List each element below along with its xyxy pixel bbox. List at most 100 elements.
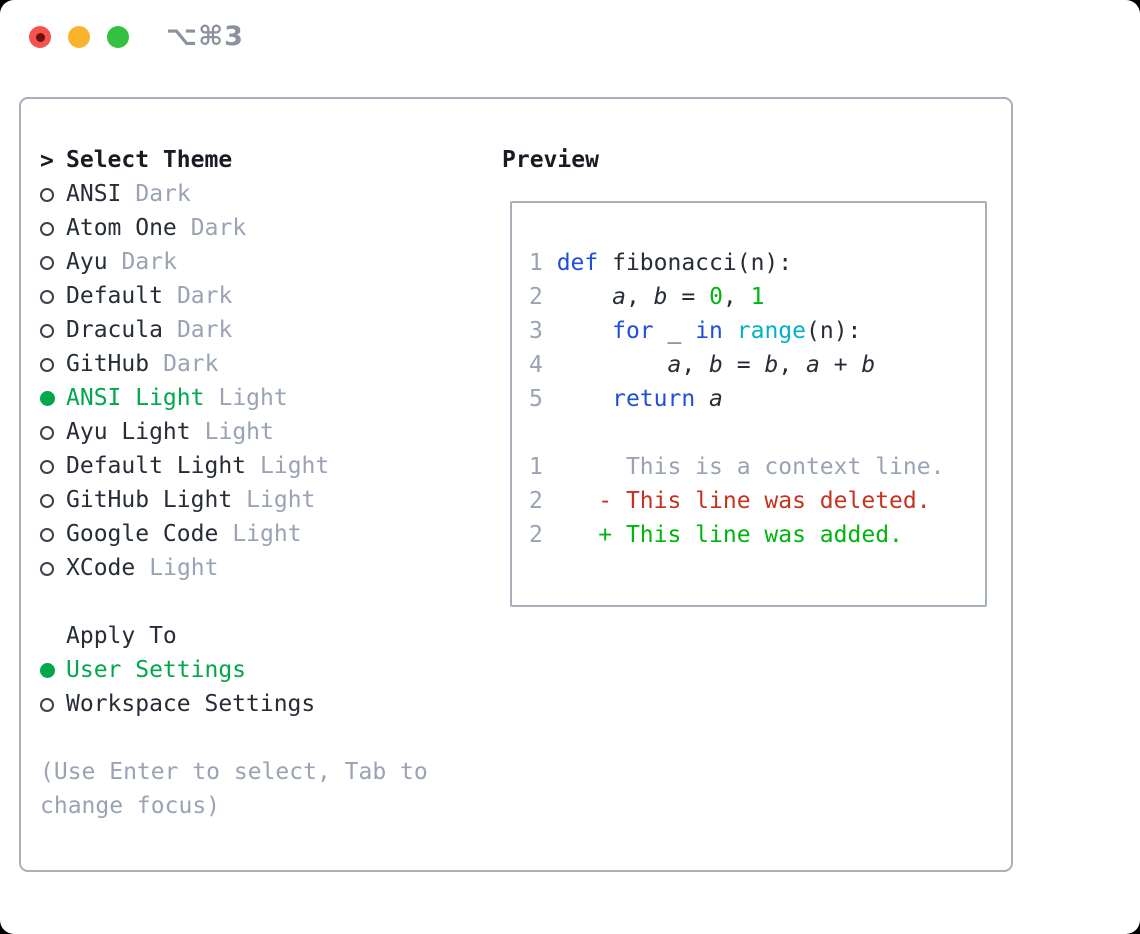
help-text-line-2: change focus) [40,793,221,819]
theme-variant-badge: Light [218,385,288,411]
theme-name: Ayu Light [66,419,191,445]
spacer [40,721,428,755]
code-token-kw: def [556,250,599,276]
diff-line-deleted: 2 - This line was deleted. [529,484,985,518]
traffic-lights [29,26,129,48]
code-token-var: b [861,352,876,378]
code-line: 3 for _ in range(n): [529,314,985,348]
theme-name: Default Light [66,453,247,479]
radio-icon [40,357,54,372]
line-number: 2 [529,522,599,548]
line-number: 1 [529,250,557,276]
theme-variant-badge: Dark [176,317,233,343]
code-token-fg: , [778,352,807,378]
code-token-fg: , [681,352,710,378]
theme-variant-badge: Dark [135,181,191,207]
theme-variant-badge: Dark [190,215,247,241]
theme-option-github[interactable]: GitHub Dark [40,347,428,381]
code-token-fg: (n): [806,318,862,344]
theme-name: ANSI Light [66,385,205,411]
preview-box: 1 def fibonacci(n): 2 a, b = 0, 1 3 for _ … [510,201,987,607]
theme-variant-badge: Light [232,521,302,547]
code-token-fg: , [625,284,654,310]
focus-caret: > [40,147,54,174]
code-line: 5 return a [529,382,985,416]
diff-line-context: 1 This is a context line. [529,450,985,484]
radio-icon [40,187,54,202]
code-token-var: a [667,352,682,378]
theme-option-ayu-light[interactable]: Ayu Light Light [40,415,428,449]
theme-name: XCode [66,555,136,581]
theme-option-github-light[interactable]: GitHub Light Light [40,483,428,517]
theme-option-dracula[interactable]: Dracula Dark [40,313,428,347]
theme-name: Default [66,283,163,309]
code-token-kw: for [612,318,654,344]
radio-icon [40,425,54,440]
theme-option-ansi-light[interactable]: ANSI Light Light [40,381,428,415]
help-text-line-1: (Use Enter to select, Tab to [40,759,428,785]
theme-option-ayu[interactable]: Ayu Dark [40,245,428,279]
line-number: 5 [529,386,557,412]
code-token-fg [557,318,612,344]
theme-name: Dracula [66,317,163,343]
zoom-button[interactable] [107,26,129,48]
diff-text-deleted: - This line was deleted. [598,488,931,514]
apply-option-workspace-settings[interactable]: Workspace Settings [40,687,428,721]
apply-to-title: Apply To [66,623,177,649]
code-token-num: 0 [709,284,723,310]
code-token-fg: = [667,284,710,310]
code-token-fg: , [722,284,751,310]
code-token-var: a [612,284,626,310]
diff-text-context: This is a context line. [598,454,945,480]
spacer [40,585,428,619]
code-token-fg [557,352,668,378]
line-number: 2 [529,488,599,514]
code-token-fg: = [722,352,765,378]
code-line: 1 def fibonacci(n): [529,246,985,280]
apply-option-label: Workspace Settings [66,691,316,717]
theme-variant-badge: Light [246,487,316,513]
theme-name: Ayu [66,249,108,275]
theme-name: GitHub Light [66,487,233,513]
close-button[interactable] [29,26,51,48]
theme-variant-badge: Dark [163,351,219,377]
apply-option-user-settings[interactable]: User Settings [40,653,428,687]
minimize-button[interactable] [68,26,90,48]
theme-variant-badge: Light [204,419,274,445]
code-token-fg [557,386,612,412]
code-token-kw: in [695,318,723,344]
radio-selected-icon [40,663,55,678]
radio-icon [40,323,54,338]
code-token-var: b [764,352,779,378]
radio-icon [40,493,54,508]
diff-line-added: 2 + This line was added. [529,518,985,552]
preview-title: Preview [502,147,599,173]
radio-icon [40,527,54,542]
apply-to-header: Apply To [40,619,428,653]
select-theme-header: > Select Theme [40,143,428,177]
radio-selected-icon [40,391,55,406]
theme-variant-badge: Dark [121,249,177,275]
line-number: 3 [529,318,557,344]
theme-option-xcode[interactable]: XCode Light [40,551,428,585]
spacer [529,416,985,450]
select-theme-title: Select Theme [66,147,233,173]
window-shortcut-label: ⌥⌘3 [166,21,244,52]
code-token-num: 1 [750,284,765,310]
code-token-var: a [806,352,820,378]
radio-icon [40,561,54,576]
theme-variant-badge: Light [149,555,219,581]
theme-name: GitHub [66,351,150,377]
code-token-var: a [709,386,723,412]
radio-icon [40,289,54,304]
